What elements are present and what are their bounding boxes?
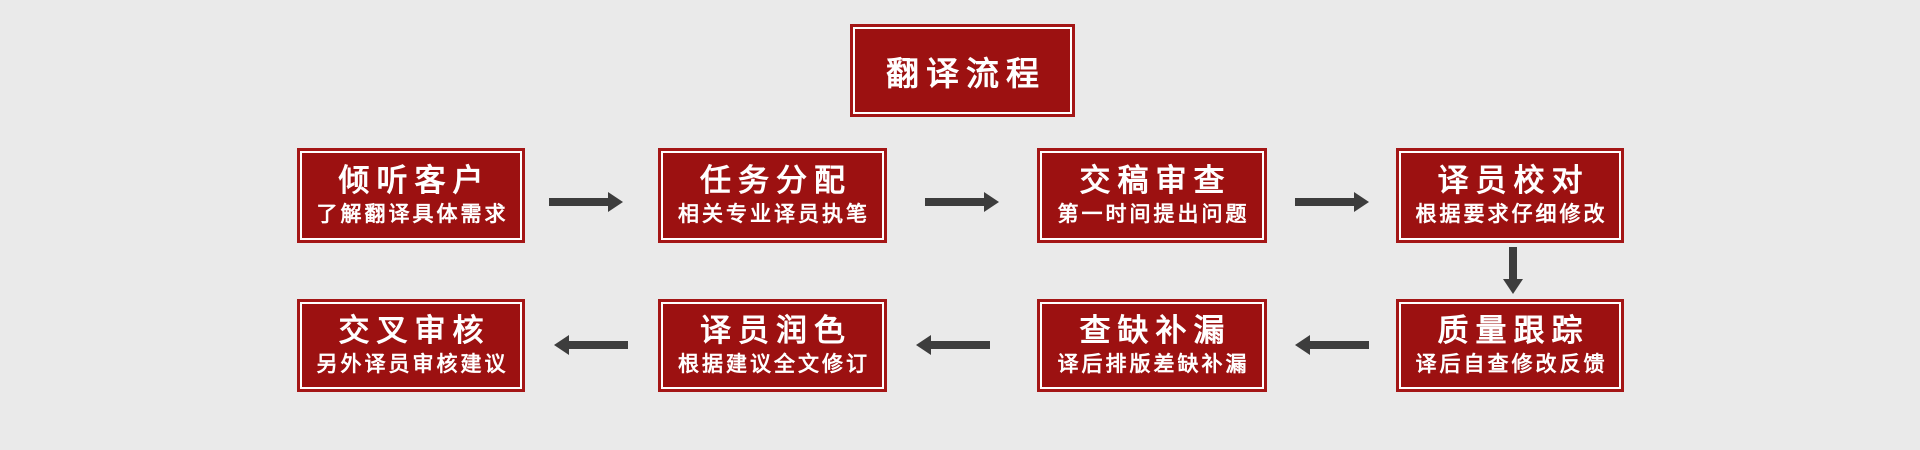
step-quality-tracking: 质量跟踪 译后自查修改反馈 [1396,299,1624,392]
step-gap-filling-body: 查缺补漏 译后排版差缺补漏 [1040,302,1264,389]
arrow-right-icon-step1-step2 [549,192,623,212]
step-task-assignment: 任务分配 相关专业译员执笔 [658,148,887,243]
flow-title-node: 翻译流程 [850,24,1075,117]
step-subtitle: 译后自查修改反馈 [1415,353,1608,377]
arrow-shaft [925,198,985,206]
step-title: 译员校对 [1437,163,1590,199]
arrow-shaft [568,341,628,349]
arrow-left-icon-step6-step7 [916,335,990,355]
step-subtitle: 译后排版差缺补漏 [1057,353,1250,377]
step-title: 质量跟踪 [1437,313,1590,349]
step-subtitle: 根据要求仔细修改 [1415,203,1608,227]
arrow-head [1503,279,1523,294]
arrow-left-icon-step7-step8 [554,335,628,355]
step-title: 译员润色 [700,313,852,349]
step-title: 交叉审核 [338,313,491,349]
step-subtitle: 了解翻译具体需求 [316,203,509,227]
step-task-assignment-body: 任务分配 相关专业译员执笔 [661,151,884,240]
step-translator-proofreading: 译员校对 根据要求仔细修改 [1396,148,1624,243]
arrow-head [984,192,999,212]
step-title: 倾听客户 [338,163,491,199]
arrow-shaft [1509,247,1517,280]
step-subtitle: 根据建议全文修订 [678,353,870,377]
step-gap-filling: 查缺补漏 译后排版差缺补漏 [1037,299,1267,392]
arrow-head [1354,192,1369,212]
step-translator-polishing-body: 译员润色 根据建议全文修订 [661,302,884,389]
step-subtitle: 相关专业译员执笔 [678,203,870,227]
arrow-right-icon-step3-step4 [1295,192,1369,212]
step-subtitle: 第一时间提出问题 [1057,203,1250,227]
flow-title-label: 翻译流程 [886,54,1046,92]
arrow-head [1295,335,1310,355]
step-translator-proofreading-body: 译员校对 根据要求仔细修改 [1399,151,1621,240]
step-listen-customer: 倾听客户 了解翻译具体需求 [297,148,525,243]
step-title: 任务分配 [700,163,852,199]
step-quality-tracking-body: 质量跟踪 译后自查修改反馈 [1399,302,1621,389]
arrow-left-icon-step5-step6 [1295,335,1369,355]
step-subtitle: 另外译员审核建议 [316,353,509,377]
step-cross-review: 交叉审核 另外译员审核建议 [297,299,525,392]
step-cross-review-body: 交叉审核 另外译员审核建议 [300,302,522,389]
arrow-shaft [1295,198,1355,206]
arrow-head [554,335,569,355]
step-title: 交稿审查 [1079,163,1232,199]
step-translator-polishing: 译员润色 根据建议全文修订 [658,299,887,392]
arrow-right-icon-step2-step3 [925,192,999,212]
arrow-shaft [549,198,609,206]
arrow-shaft [1309,341,1369,349]
step-draft-review: 交稿审查 第一时间提出问题 [1037,148,1267,243]
arrow-down-icon-step4-step5 [1503,247,1523,294]
step-draft-review-body: 交稿审查 第一时间提出问题 [1040,151,1264,240]
step-title: 查缺补漏 [1079,313,1232,349]
step-listen-customer-body: 倾听客户 了解翻译具体需求 [300,151,522,240]
arrow-shaft [930,341,990,349]
arrow-head [916,335,931,355]
arrow-head [608,192,623,212]
flow-title-node-body: 翻译流程 [853,27,1072,114]
